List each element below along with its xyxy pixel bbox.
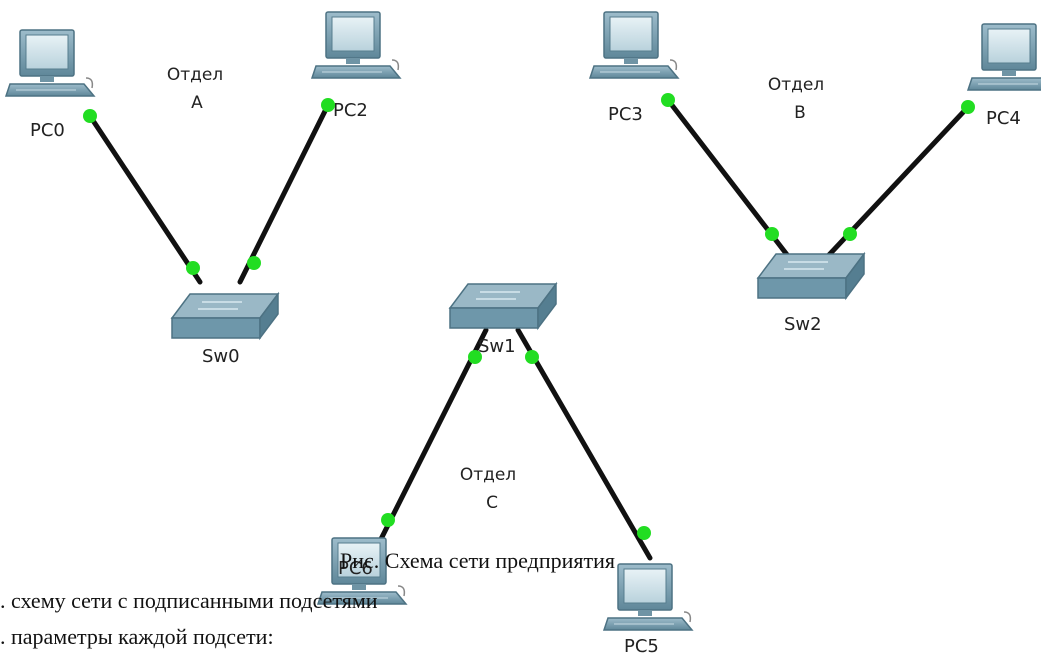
pc5-computer-icon — [603, 563, 693, 631]
pc4[interactable]: PC4 — [967, 23, 1041, 129]
svg-text:B: B — [794, 103, 806, 123]
sw2[interactable]: Sw2 — [757, 253, 865, 335]
pc2-computer-icon — [311, 11, 401, 79]
port-dot — [468, 350, 482, 364]
pc3-label: PC3 — [608, 104, 643, 125]
pc3[interactable]: PC3 — [589, 11, 679, 125]
figure-caption: Рис. Схема сети предприятия — [340, 548, 615, 573]
sw1-label: Sw1 — [478, 336, 516, 357]
sw0[interactable]: Sw0 — [171, 293, 279, 367]
pc0-computer-icon — [5, 29, 95, 97]
port-dot — [321, 98, 335, 112]
port-dot — [661, 93, 675, 107]
port-dot — [765, 227, 779, 241]
pc0-label: PC0 — [30, 120, 65, 141]
sw2-label: Sw2 — [784, 314, 822, 335]
sw2-switch-icon — [757, 253, 865, 299]
link-sw1-pc5 — [515, 327, 653, 561]
pc4-label: PC4 — [986, 108, 1021, 129]
port-dot — [637, 526, 651, 540]
pc2-label: PC2 — [333, 100, 368, 121]
pc2[interactable]: PC2 — [311, 11, 401, 121]
department-b-label: Отдел B — [768, 75, 824, 123]
link-pc0-sw0 — [87, 113, 203, 285]
svg-text:A: A — [191, 93, 203, 113]
links — [87, 97, 971, 561]
port-dot — [247, 256, 261, 270]
pc6-label: PC6 — [338, 558, 373, 579]
sw1-switch-icon — [449, 283, 557, 329]
pc0[interactable]: PC0 — [5, 29, 95, 141]
link-pc2-sw0 — [237, 102, 331, 285]
sw0-switch-icon — [171, 293, 279, 339]
pc3-computer-icon — [589, 11, 679, 79]
department-c-label: Отдел C — [460, 465, 516, 513]
pc6[interactable]: PC6 — [317, 537, 407, 605]
port-dot — [961, 100, 975, 114]
svg-text:C: C — [486, 493, 498, 513]
svg-text:Отдел: Отдел — [768, 75, 824, 95]
port-dot — [525, 350, 539, 364]
list-item: . параметры каждой подсети: — [0, 624, 274, 649]
port-dot — [843, 227, 857, 241]
port-status-dots — [83, 93, 975, 540]
link-sw1-pc6 — [375, 327, 489, 548]
list-item: . схему сети с подписанными подсетями — [0, 588, 378, 613]
pc5[interactable]: PC5 — [603, 563, 693, 653]
port-dot — [381, 513, 395, 527]
port-dot — [186, 261, 200, 275]
svg-text:Отдел: Отдел — [460, 465, 516, 485]
sw1[interactable]: Sw1 — [449, 283, 557, 357]
svg-text:Отдел: Отдел — [167, 65, 223, 85]
department-a-label: Отдел A — [167, 65, 223, 113]
pc4-computer-icon — [967, 23, 1041, 91]
sw0-label: Sw0 — [202, 346, 240, 367]
pc5-label: PC5 — [624, 636, 659, 653]
port-dot — [83, 109, 97, 123]
